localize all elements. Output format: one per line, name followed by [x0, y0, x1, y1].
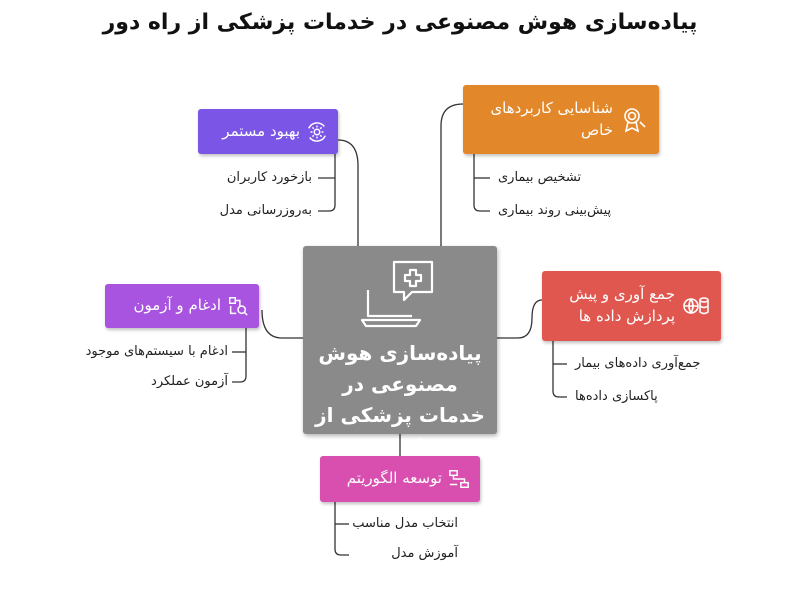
laptop-medical-icon — [360, 260, 434, 328]
list-item: آزمون عملکرد — [151, 374, 228, 389]
list-item: انتخاب مدل مناسب — [352, 516, 458, 531]
award-search-icon — [624, 107, 646, 132]
node-label: بهبود مستمر — [222, 121, 300, 140]
list-item: ادغام با سیستم‌های موجود — [85, 344, 228, 359]
integration-icon — [229, 297, 248, 316]
list-item: پاکسازی داده‌ها — [575, 389, 658, 404]
list-item: آموزش مدل — [391, 546, 458, 561]
center-node: پیاده‌سازی هوش مصنوعی در خدمات پزشکی از … — [303, 246, 497, 458]
node-label: توسعه الگوریتم — [346, 469, 442, 488]
database-globe-icon — [683, 297, 709, 315]
node-integration-testing: ادغام و آزمون — [105, 284, 259, 328]
node-continuous-improvement: بهبود مستمر — [198, 109, 338, 154]
flowchart-icon — [449, 470, 469, 488]
list-item: بازخورد کاربران — [226, 170, 312, 185]
node-label: ادغام و آزمون — [133, 296, 221, 315]
node-algorithm-development: توسعه الگوریتم — [320, 456, 480, 502]
list-item: پیش‌بینی روند بیماری — [498, 203, 612, 218]
list-item: تشخیص بیماری — [498, 170, 582, 185]
center-label: پیاده‌سازی هوش مصنوعی در خدمات پزشکی از … — [315, 341, 485, 458]
node-data-collection: جمع آوری و پیش پردازش داده ها — [542, 271, 721, 341]
node-label: جمع آوری و پیش پردازش داده ها — [569, 285, 675, 325]
list-item: به‌روزرسانی مدل — [219, 203, 312, 218]
node-use-cases: شناسایی کاربردهای خاص — [463, 85, 659, 154]
gear-cycle-icon — [308, 121, 326, 142]
node-label: شناسایی کاربردهای خاص — [490, 98, 613, 139]
diagram-title: پیاده‌سازی هوش مصنوعی در خدمات پزشکی از … — [102, 10, 698, 35]
list-item: جمع‌آوری داده‌های بیمار — [575, 356, 701, 371]
